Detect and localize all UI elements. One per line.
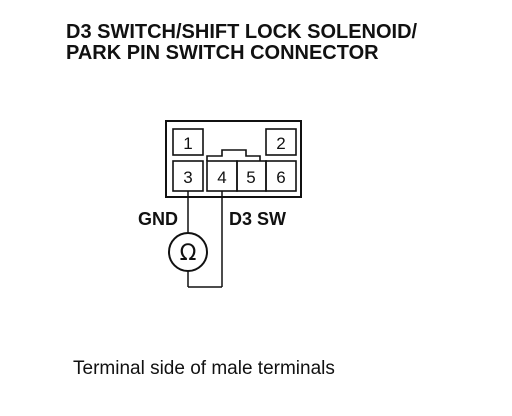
- pin-2-cavity: [265, 128, 297, 156]
- title-line-2: PARK PIN SWITCH CONNECTOR: [66, 42, 379, 64]
- connector-lock-tab: [206, 149, 261, 161]
- connector-housing: [165, 120, 302, 198]
- title-line-1: D3 SWITCH/SHIFT LOCK SOLENOID/: [66, 21, 418, 43]
- pin-6-label: 6: [276, 168, 285, 187]
- terminal-side-caption: Terminal side of male terminals: [73, 358, 335, 379]
- pin-6-cavity: [265, 160, 297, 192]
- diagram-title: D3 SWITCH/SHIFT LOCK SOLENOID/ PARK PIN …: [66, 22, 417, 64]
- pin-5-label: 5: [246, 168, 255, 187]
- pin-4-label: 4: [217, 168, 226, 187]
- gnd-label: GND: [138, 209, 178, 229]
- pin-2-label: 2: [276, 134, 285, 153]
- ohm-symbol: Ω: [180, 241, 197, 266]
- d3-sw-label: D3 SW: [229, 209, 286, 229]
- pin-3-label: 3: [183, 168, 192, 187]
- ohmmeter-icon: Ω: [168, 232, 208, 272]
- pin-1-cavity: [172, 128, 204, 156]
- pin-1-label: 1: [183, 134, 192, 153]
